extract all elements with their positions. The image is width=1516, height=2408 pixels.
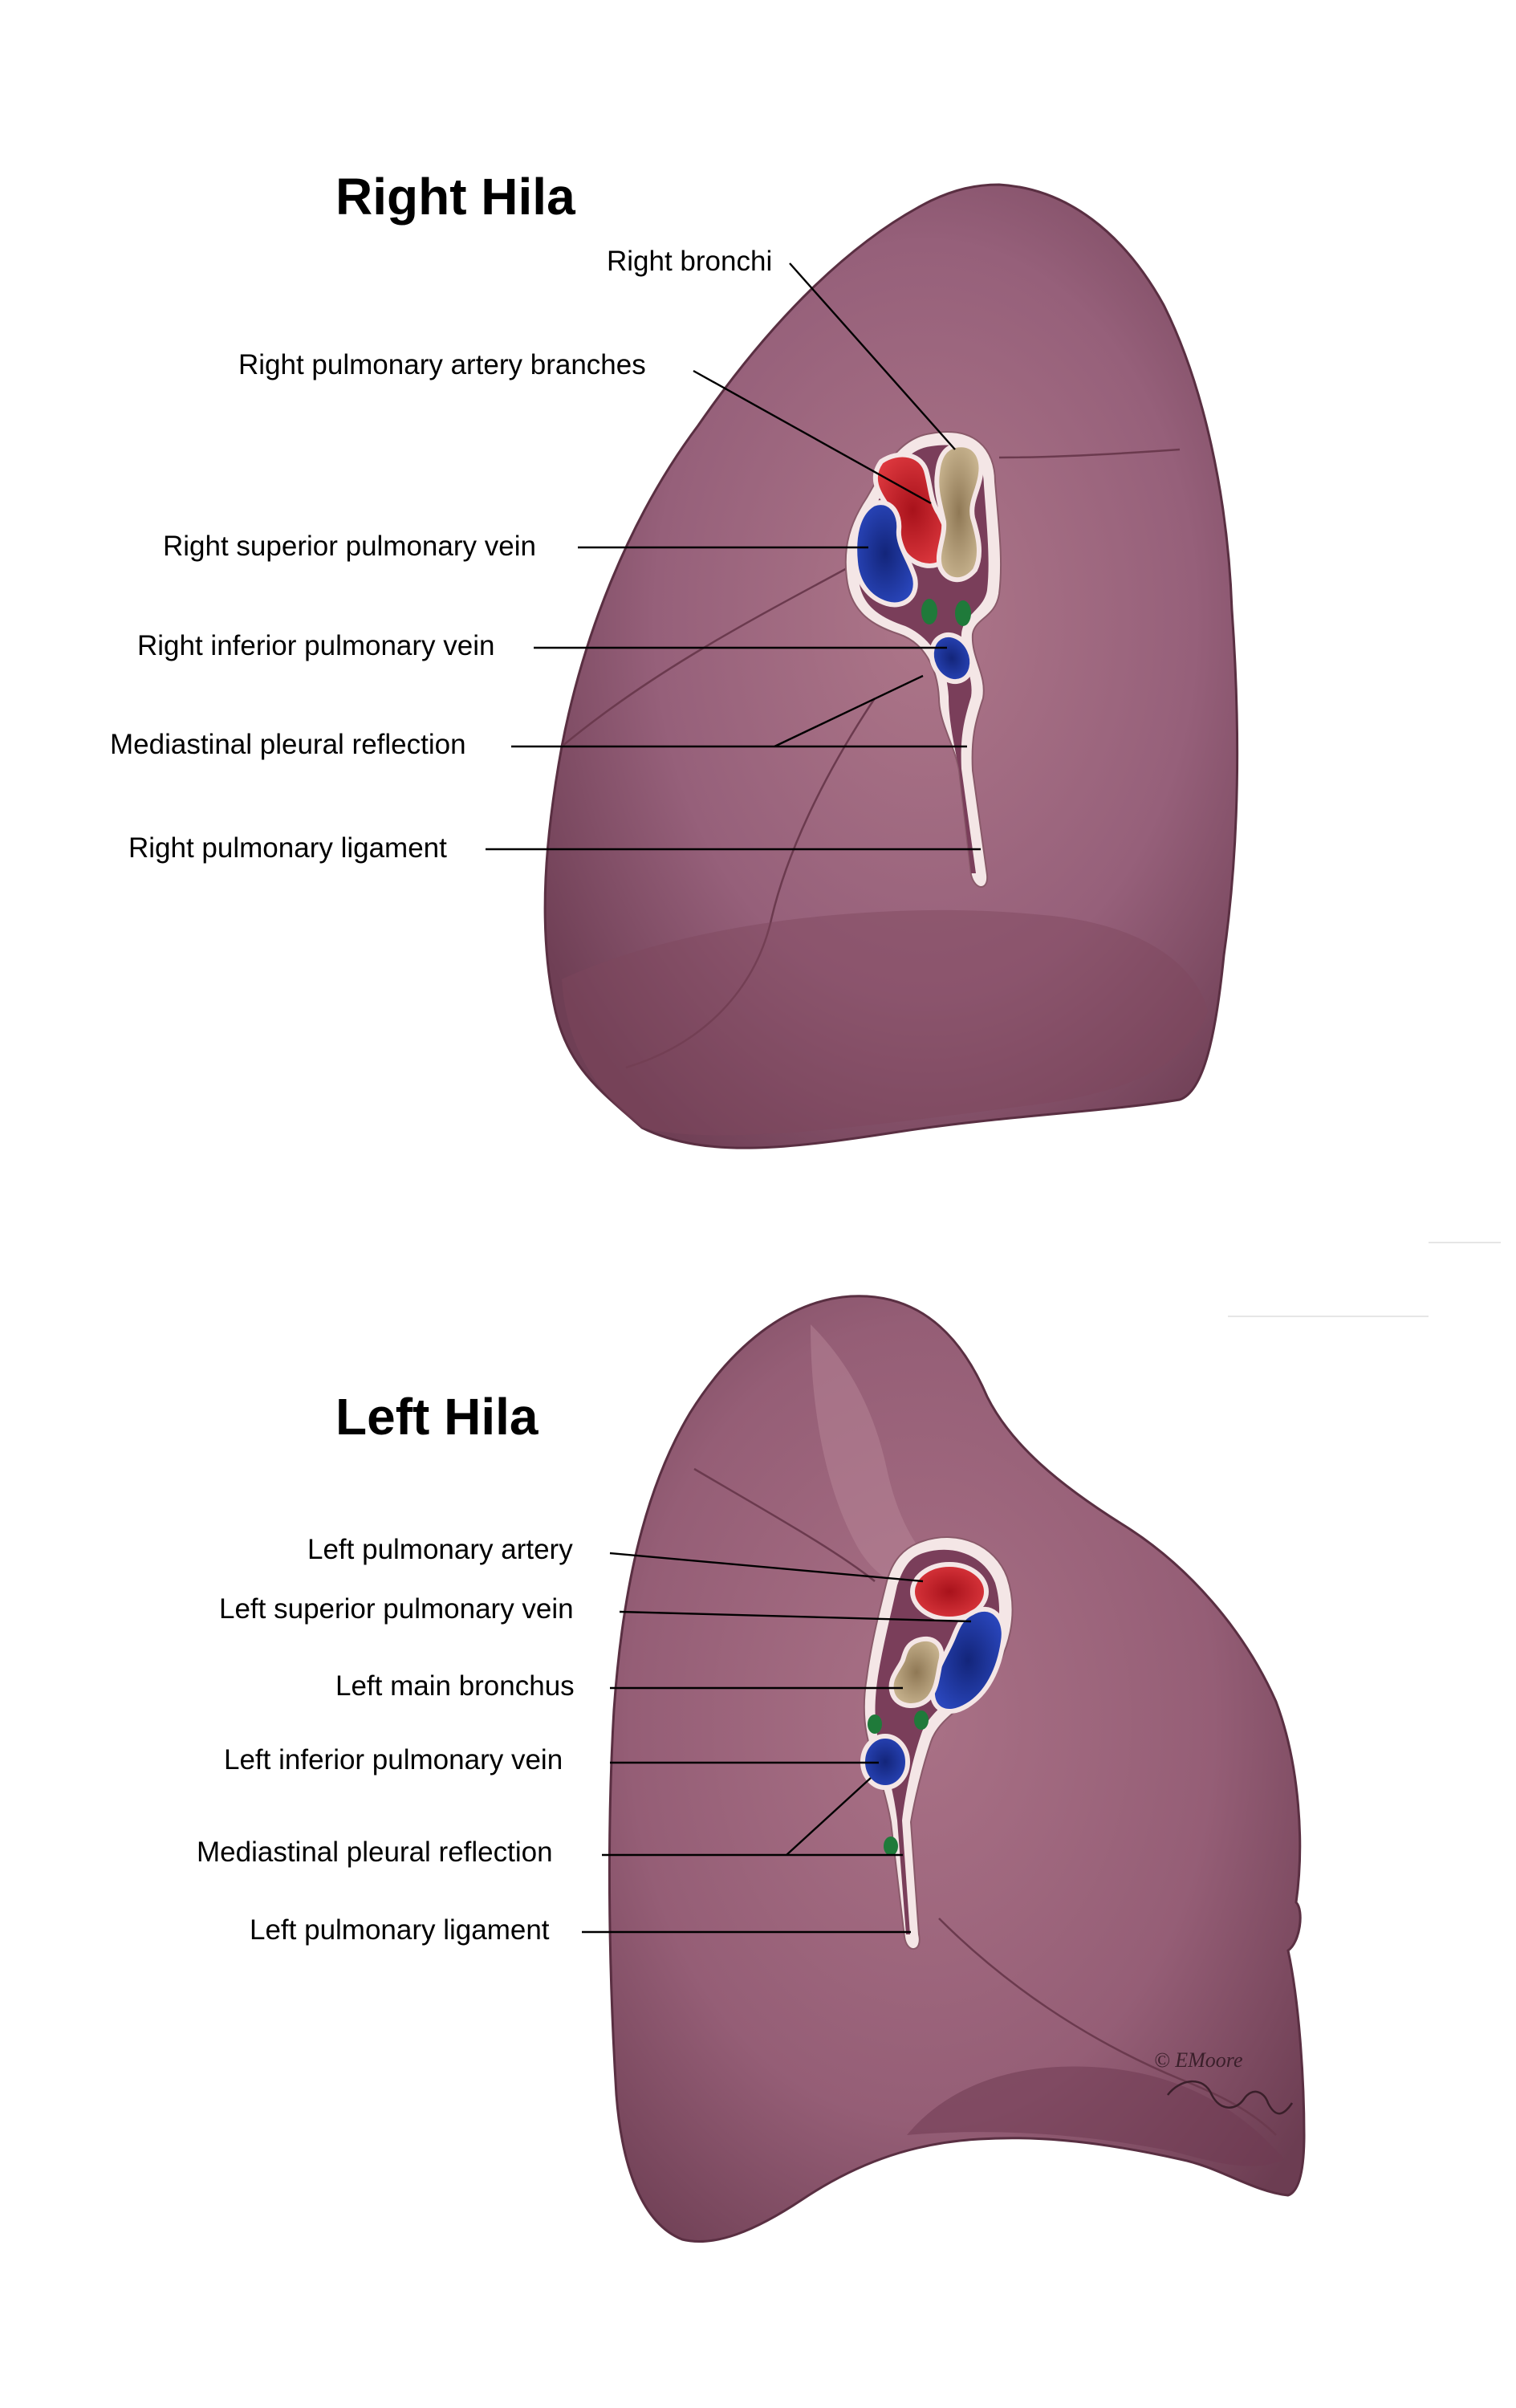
signature-text: © EMoore	[1154, 2048, 1243, 2072]
label-left-pulmonary-artery: Left pulmonary artery	[307, 1534, 573, 1565]
label-right-mediastinal-pleural-reflection: Mediastinal pleural reflection	[110, 729, 466, 760]
label-right-bronchi: Right bronchi	[607, 246, 773, 277]
label-right-pulmonary-ligament: Right pulmonary ligament	[128, 832, 447, 864]
label-left-mediastinal-pleural-reflection: Mediastinal pleural reflection	[197, 1837, 553, 1868]
right-leader-lines	[486, 262, 981, 851]
label-left-pulmonary-ligament: Left pulmonary ligament	[250, 1914, 550, 1946]
right-lung	[543, 183, 1239, 1149]
left-superior-pulmonary-vein	[929, 1607, 1006, 1714]
lymph-node	[868, 1714, 882, 1734]
right-bronchi	[934, 442, 984, 583]
label-right-inferior-pulmonary-vein: Right inferior pulmonary vein	[137, 630, 495, 661]
right-superior-pulmonary-vein	[852, 500, 918, 608]
left-pulmonary-artery	[910, 1562, 989, 1621]
label-right-superior-pulmonary-vein: Right superior pulmonary vein	[163, 531, 536, 562]
left-lung	[608, 1295, 1306, 2243]
left-leader-lines	[582, 1552, 972, 1934]
label-left-inferior-pulmonary-vein: Left inferior pulmonary vein	[224, 1744, 563, 1775]
lymph-node	[914, 1710, 929, 1730]
lymph-node	[955, 600, 971, 626]
right-hila-title: Right Hila	[335, 168, 575, 226]
left-hila-title: Left Hila	[335, 1388, 539, 1446]
lymph-node	[921, 599, 937, 624]
artist-signature: © EMoore	[1154, 2048, 1294, 2115]
right-inferior-pulmonary-vein	[929, 632, 975, 685]
left-lung-shape	[608, 1295, 1306, 2243]
label-left-superior-pulmonary-vein: Left superior pulmonary vein	[219, 1593, 574, 1625]
label-right-pulmonary-artery-branches: Right pulmonary artery branches	[238, 349, 646, 380]
label-left-main-bronchus: Left main bronchus	[335, 1670, 575, 1702]
right-lung-shape	[543, 183, 1239, 1149]
left-main-bronchus	[888, 1636, 945, 1708]
lymph-node	[884, 1837, 898, 1856]
